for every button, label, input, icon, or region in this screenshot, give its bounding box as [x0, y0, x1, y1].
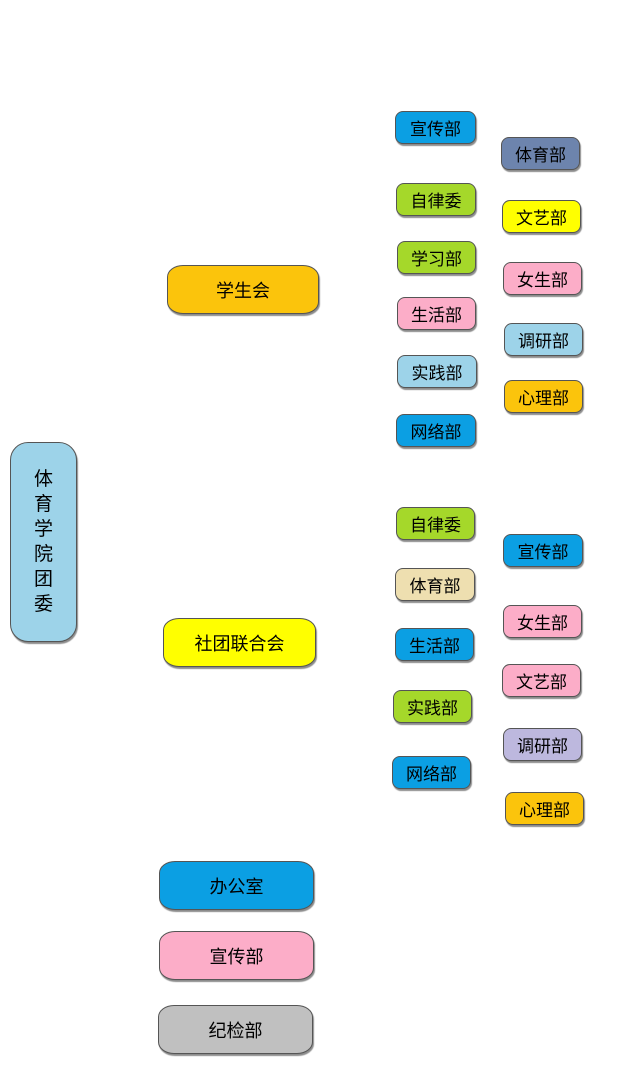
student-union-node: 学生会: [167, 265, 319, 314]
publicity-node: 宣传部: [159, 931, 314, 980]
cf-dept-node: 实践部: [393, 690, 472, 723]
cf-dept-node: 体育部: [395, 568, 475, 601]
su-dept-node: 宣传部: [395, 111, 476, 144]
su-dept-node: 心理部: [504, 380, 583, 413]
cf-dept-node: 自律委: [396, 507, 475, 540]
su-dept-node: 生活部: [397, 297, 476, 330]
root-char: 学: [33, 518, 53, 540]
su-dept-node: 自律委: [396, 183, 476, 216]
root-char: 院: [33, 543, 53, 565]
root-char: 体: [33, 468, 53, 490]
su-dept-node: 文艺部: [502, 200, 581, 233]
office-node: 办公室: [159, 861, 314, 910]
su-dept-node: 体育部: [501, 137, 580, 170]
cf-dept-node: 网络部: [392, 756, 471, 789]
root-char: 育: [33, 493, 53, 515]
root-char: 团: [33, 568, 53, 590]
su-dept-node: 调研部: [504, 323, 583, 356]
cf-dept-node: 文艺部: [502, 664, 581, 697]
su-dept-node: 网络部: [396, 414, 476, 447]
club-federation-node: 社团联合会: [163, 618, 316, 667]
su-dept-node: 实践部: [397, 355, 477, 388]
cf-dept-node: 女生部: [503, 605, 582, 638]
root-char: 委: [33, 593, 53, 615]
discipline-node: 纪检部: [158, 1005, 313, 1054]
root-node: 体 育 学 院 团 委: [10, 442, 77, 642]
cf-dept-node: 宣传部: [503, 534, 583, 567]
cf-dept-node: 生活部: [395, 628, 474, 661]
su-dept-node: 女生部: [503, 262, 582, 295]
su-dept-node: 学习部: [397, 241, 476, 274]
cf-dept-node: 调研部: [503, 728, 582, 761]
cf-dept-node: 心理部: [505, 792, 584, 825]
